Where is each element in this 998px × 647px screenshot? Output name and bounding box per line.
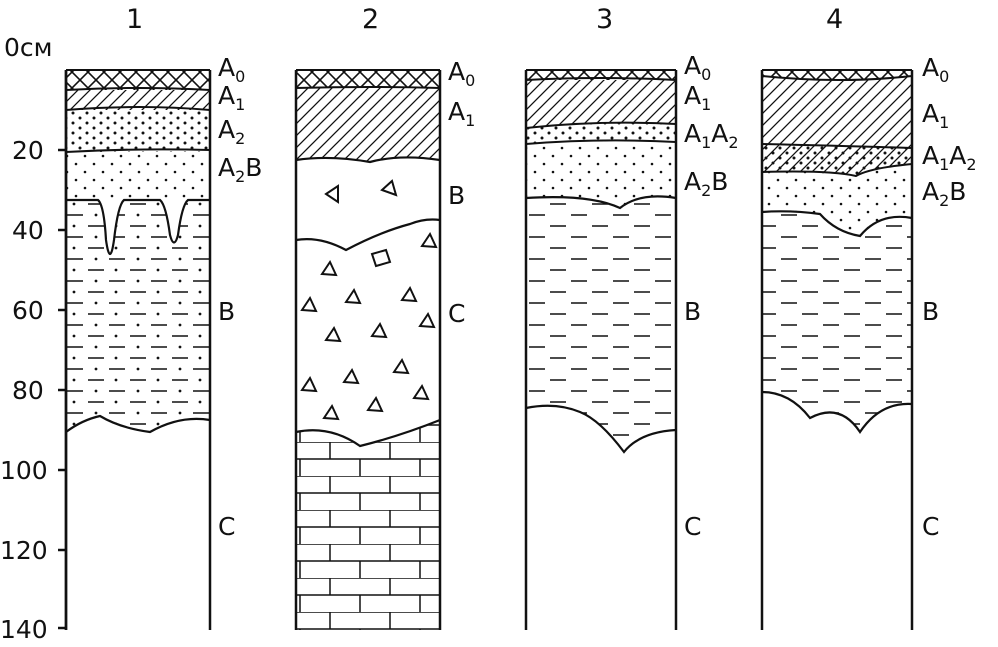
axis-tick-label: 80 bbox=[12, 376, 44, 405]
horizon-a1-fill bbox=[526, 80, 676, 128]
horizon-a1a2-dots bbox=[762, 144, 912, 176]
axis-tick-label: 140 bbox=[0, 615, 48, 642]
horizon-label: A2B bbox=[218, 153, 262, 186]
horizon-label: A2 bbox=[218, 115, 245, 148]
horizon-label: A1A2 bbox=[922, 141, 977, 174]
horizon-label: C bbox=[448, 299, 465, 328]
horizon-label: A0 bbox=[218, 53, 245, 86]
horizon-a2b-fill bbox=[762, 164, 912, 236]
rock-fragments bbox=[300, 179, 438, 421]
horizon-label: A0 bbox=[922, 53, 949, 86]
horizon-label: A1A2 bbox=[684, 119, 739, 152]
horizon-a0-fill bbox=[526, 70, 676, 80]
soil-profile-2: 2 A0 A1 B bbox=[294, 4, 475, 630]
profile-number: 1 bbox=[126, 4, 143, 35]
horizon-label: A0 bbox=[684, 51, 711, 84]
soil-profile-1: 1 A0 A1 A2 A2B B C bbox=[64, 4, 262, 630]
profile-number: 2 bbox=[362, 4, 379, 35]
horizon-a2b-fill bbox=[526, 140, 676, 208]
soil-profile-3: 3 A0 A1 A1A2 A2B B C bbox=[524, 4, 739, 630]
horizon-b-fill bbox=[66, 200, 210, 432]
horizon-b-fill bbox=[762, 211, 912, 432]
horizon-b-fill bbox=[526, 196, 676, 452]
horizon-label: C bbox=[922, 512, 939, 541]
axis-tick-label: 120 bbox=[0, 536, 48, 565]
axis-tick-label: 40 bbox=[12, 216, 44, 245]
axis-tick-label: 20 bbox=[12, 136, 44, 165]
horizon-a1-fill bbox=[296, 88, 440, 162]
horizon-a1a2-fill bbox=[526, 122, 676, 144]
axis-unit-label: 0см bbox=[4, 33, 53, 62]
horizon-label: B bbox=[922, 297, 939, 326]
horizon-c-limestone-fill bbox=[296, 420, 440, 630]
profile-number: 3 bbox=[596, 4, 613, 35]
horizon-label: A1 bbox=[922, 99, 949, 132]
depth-axis: 0см 20 40 60 80 100 120 140 bbox=[0, 33, 68, 644]
profile-number: 4 bbox=[826, 4, 843, 35]
horizon-label: A2B bbox=[922, 177, 966, 210]
horizon-a0-fill bbox=[66, 70, 210, 90]
horizon-a0-fill bbox=[296, 70, 440, 88]
horizon-label: C bbox=[684, 512, 701, 541]
horizon-label: B bbox=[218, 297, 235, 326]
horizon-label: A1 bbox=[218, 81, 245, 114]
horizon-a0-fill bbox=[762, 70, 912, 80]
soil-profile-4: 4 A0 A1 A1A2 A2B B C bbox=[760, 4, 977, 630]
horizon-a1-fill bbox=[762, 76, 912, 148]
horizon-a2b-fill bbox=[66, 149, 210, 200]
horizon-a1-fill bbox=[66, 90, 210, 110]
horizon-label: A2B bbox=[684, 167, 728, 200]
horizon-label: A0 bbox=[448, 57, 475, 90]
horizon-label: A1 bbox=[448, 97, 475, 130]
horizon-label: B bbox=[448, 181, 465, 210]
axis-tick-label: 100 bbox=[0, 456, 48, 485]
axis-tick-label: 60 bbox=[12, 296, 44, 325]
horizon-label: B bbox=[684, 297, 701, 326]
horizon-label: C bbox=[218, 512, 235, 541]
horizon-label: A1 bbox=[684, 81, 711, 114]
horizon-a2-fill bbox=[66, 110, 210, 152]
